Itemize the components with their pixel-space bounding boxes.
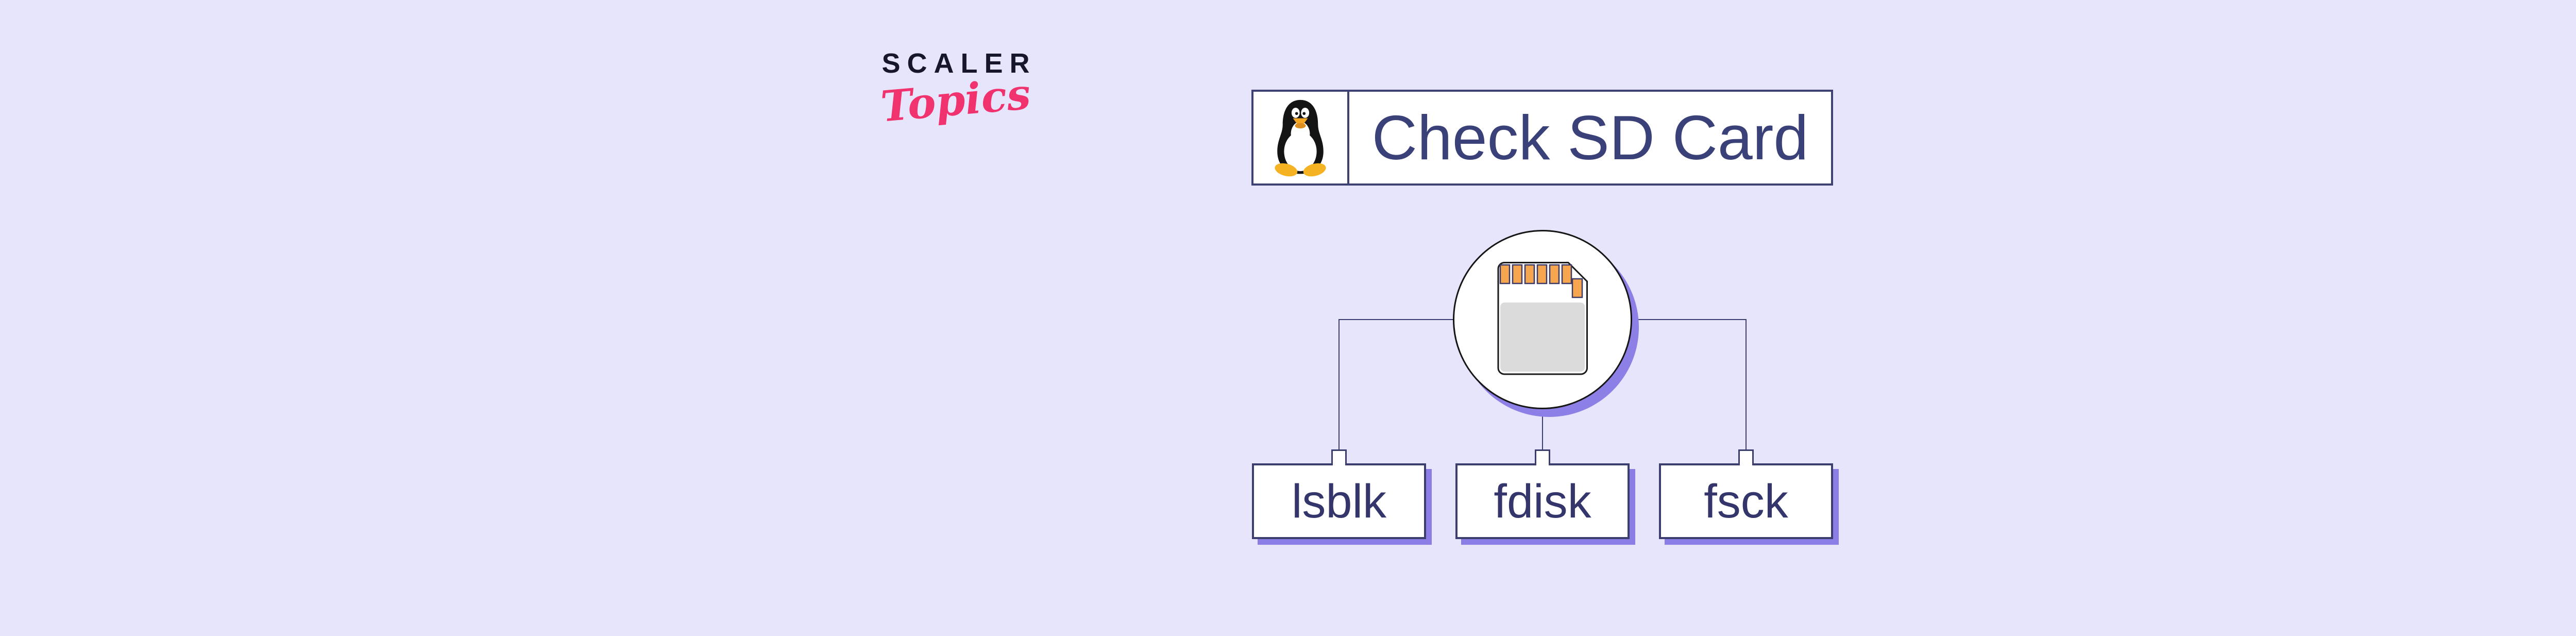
- tux-icon: [1264, 96, 1336, 180]
- connector-tab-lsblk: [1331, 449, 1347, 465]
- scaler-topics-logo: SCALER Topics: [871, 48, 1041, 131]
- sd-card-circle: [1453, 230, 1632, 409]
- command-label: fdisk: [1494, 475, 1591, 528]
- logo-brand-text: SCALER: [882, 48, 1037, 79]
- sd-card-icon: [1497, 261, 1588, 378]
- connector-vertical-right: [1745, 319, 1747, 451]
- header-icon-cell: [1253, 92, 1349, 183]
- command-box-fsck: fsck: [1659, 463, 1833, 539]
- connector-vertical-middle: [1542, 405, 1543, 451]
- command-label: lsblk: [1291, 475, 1387, 528]
- command-label: fsck: [1704, 475, 1788, 528]
- connector-tab-fsck: [1738, 449, 1754, 465]
- command-box-fdisk: fdisk: [1455, 463, 1630, 539]
- header-title: Check SD Card: [1371, 103, 1809, 173]
- connector-vertical-left: [1338, 319, 1340, 451]
- logo-sub-brand-text: Topics: [878, 69, 1033, 132]
- command-box-lsblk: lsblk: [1252, 463, 1426, 539]
- header-card: Check SD Card: [1251, 90, 1833, 186]
- connector-tab-fdisk: [1535, 449, 1550, 465]
